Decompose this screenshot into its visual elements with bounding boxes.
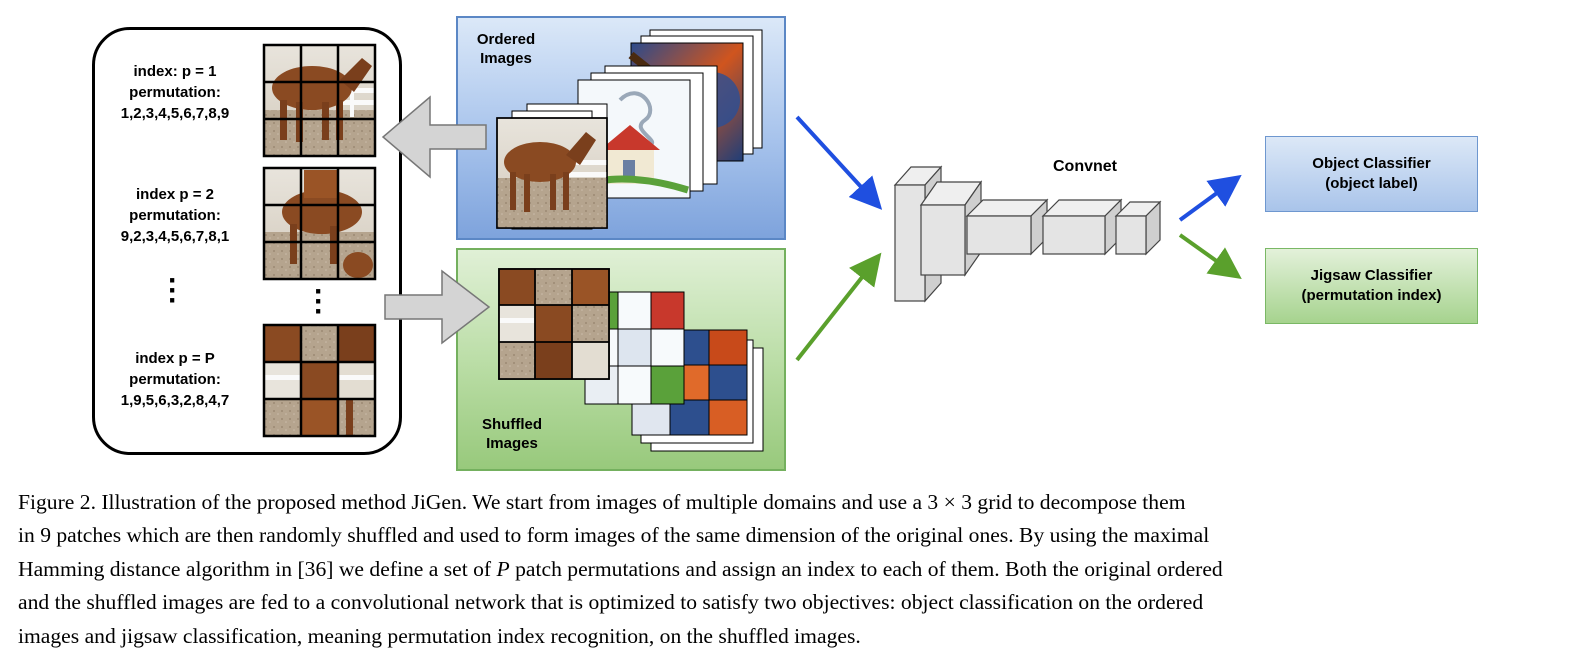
- caption-variable-p: P: [496, 556, 510, 581]
- permutation-value: 9,2,3,4,5,6,7,8,1: [120, 228, 230, 245]
- object-classifier-subtitle: (object label): [1325, 175, 1418, 192]
- gray-arrow-left: [381, 95, 487, 179]
- gray-arrow-right: [384, 269, 491, 345]
- caption-line-1: Figure 2. Illustration of the proposed m…: [18, 490, 1186, 514]
- ordered-images-title: Ordered Images: [468, 30, 544, 68]
- green-arrow-to-jigsaw-classifier: [1178, 233, 1242, 279]
- ordered-image-stack: [496, 29, 763, 230]
- green-arrow-to-convnet: [795, 252, 882, 362]
- index-label: index p = P: [135, 350, 215, 367]
- shuffled-title-line2: Images: [486, 435, 538, 452]
- object-classifier-title: Object Classifier: [1312, 155, 1431, 172]
- horse-tile-perm-p: [262, 323, 377, 438]
- caption-line-3: Hamming distance algorithm in [36] we de…: [18, 553, 1563, 586]
- permutation-title: permutation:: [129, 207, 221, 224]
- caption-line-2: in 9 patches which are then randomly shu…: [18, 523, 1210, 548]
- blue-arrow-to-convnet: [795, 115, 883, 210]
- permutation-title: permutation:: [129, 84, 221, 101]
- caption-line-3-end: patch permutations and assign an index t…: [509, 556, 1223, 581]
- horse-tile-ordered: [262, 43, 377, 158]
- ordered-title-line1: Ordered: [476, 31, 536, 48]
- index-label: index p = 2: [136, 186, 214, 203]
- caption-line-5: images and jigsaw classification, meanin…: [18, 623, 861, 648]
- permutation-title: permutation:: [129, 371, 221, 388]
- vertical-ellipsis-right: ···: [314, 275, 324, 328]
- blue-arrow-to-object-classifier: [1178, 174, 1242, 222]
- permutation-example-p: index p = P permutation: 1,9,5,6,3,2,8,4…: [100, 348, 250, 411]
- vertical-ellipsis-left: ···: [168, 264, 178, 317]
- ordered-title-line2: Images: [480, 50, 532, 67]
- object-classifier-box: Object Classifier (object label): [1265, 136, 1478, 212]
- permutation-example-2: index p = 2 permutation: 9,2,3,4,5,6,7,8…: [100, 184, 250, 247]
- horse-tile-perm-2: [262, 166, 377, 281]
- permutation-value: 1,2,3,4,5,6,7,8,9: [120, 105, 230, 122]
- caption-line-3-start: Hamming distance algorithm in [36] we de…: [18, 556, 497, 581]
- shuffled-images-title: Shuffled Images: [470, 415, 554, 453]
- jigsaw-classifier-box: Jigsaw Classifier (permutation index): [1265, 248, 1478, 324]
- shuffled-title-line1: Shuffled: [482, 416, 542, 433]
- permutation-value: 1,9,5,6,3,2,8,4,7: [120, 392, 230, 409]
- jigsaw-classifier-subtitle: (permutation index): [1301, 287, 1442, 304]
- figure-caption: Figure 2. Illustration of the proposed m…: [18, 486, 1563, 653]
- index-label: index: p = 1: [133, 63, 217, 80]
- jigsaw-classifier-title: Jigsaw Classifier: [1310, 267, 1433, 284]
- permutation-example-1: index: p = 1 permutation: 1,2,3,4,5,6,7,…: [100, 61, 250, 124]
- convnet-label: Convnet: [1053, 158, 1117, 175]
- caption-line-4: and the shuffled images are fed to a con…: [18, 590, 1204, 615]
- convnet-diagram: [893, 165, 1162, 303]
- shuffled-image-stack: [498, 268, 764, 452]
